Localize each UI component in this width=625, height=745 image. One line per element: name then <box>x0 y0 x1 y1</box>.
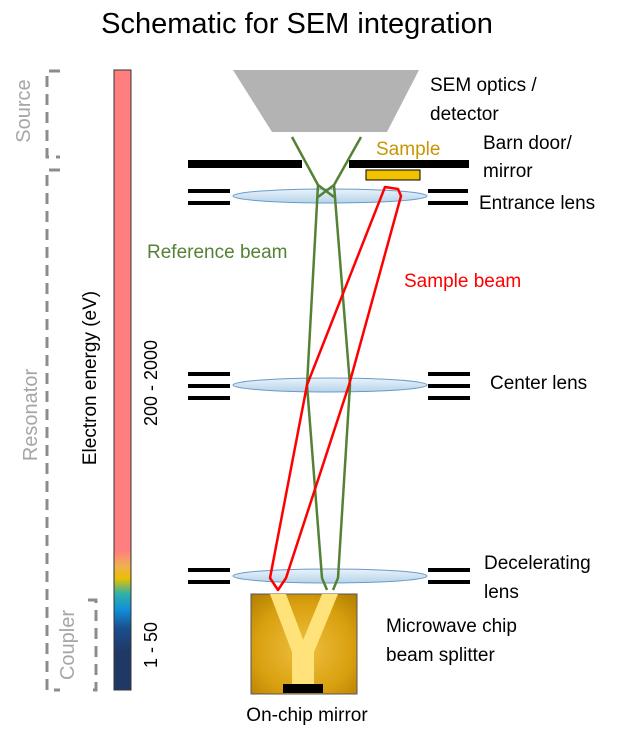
center-lens <box>232 377 428 393</box>
microwave-chip-label: Microwave chip beam splitter <box>386 616 522 666</box>
on-chip-mirror <box>283 684 323 693</box>
center-lens-label: Center lens <box>490 373 587 394</box>
sample-beam <box>268 185 403 592</box>
barn-door-left <box>188 160 302 168</box>
energy-axis-label: Electron energy (eV) <box>80 291 101 465</box>
energy-colorbar <box>113 69 132 691</box>
stage-label-coupler: Coupler <box>57 610 79 680</box>
on-chip-mirror-label: On-chip mirror <box>246 705 368 726</box>
reference-beam-label: Reference beam <box>147 242 287 263</box>
stage-bracket-resonator <box>45 168 60 692</box>
reference-beam <box>290 136 363 591</box>
page-title: Schematic for SEM integration <box>101 8 493 40</box>
entrance-lens-label: Entrance lens <box>479 193 595 214</box>
sample-label: Sample <box>376 139 440 160</box>
energy-range-low: 1 - 50 <box>141 622 161 668</box>
sem-optics <box>233 70 419 132</box>
stage-label-source: Source <box>13 79 35 142</box>
decelerating-lens-electrodes <box>188 568 470 584</box>
stage-bracket-coupler <box>88 598 98 692</box>
chip-waveguide <box>270 594 338 686</box>
entrance-lens-electrodes <box>188 189 468 205</box>
energy-range-high: 200 - 2000 <box>141 340 161 426</box>
sample-beam-label: Sample beam <box>404 271 521 292</box>
sem-optics-label: SEM optics / detector <box>430 75 542 125</box>
barn-door-label: Barn door/ mirror <box>483 133 577 182</box>
decelerating-lens-label: Decelerating lens <box>484 553 596 603</box>
sample <box>365 169 421 181</box>
barn-door-right <box>349 160 469 168</box>
center-lens-electrodes <box>188 372 470 400</box>
stage-bracket-source <box>45 69 60 159</box>
decelerating-lens <box>232 568 428 584</box>
stage-label-resonator: Resonator <box>20 369 42 462</box>
